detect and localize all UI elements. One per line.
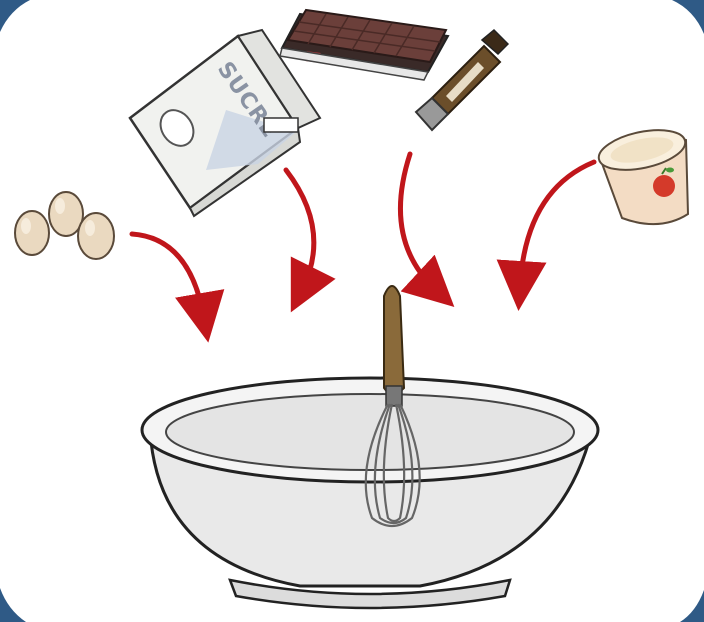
eggs-icon <box>15 192 114 259</box>
yogurt-pot-icon <box>595 123 689 224</box>
arrow-from-eggs <box>132 234 204 318</box>
arrow-from-sugar <box>286 170 314 290</box>
chocolate-bar-icon <box>280 10 448 80</box>
arrow-from-yogurt <box>520 162 594 286</box>
mixing-bowl-icon <box>142 378 598 608</box>
arrow-from-vanilla <box>400 154 436 290</box>
